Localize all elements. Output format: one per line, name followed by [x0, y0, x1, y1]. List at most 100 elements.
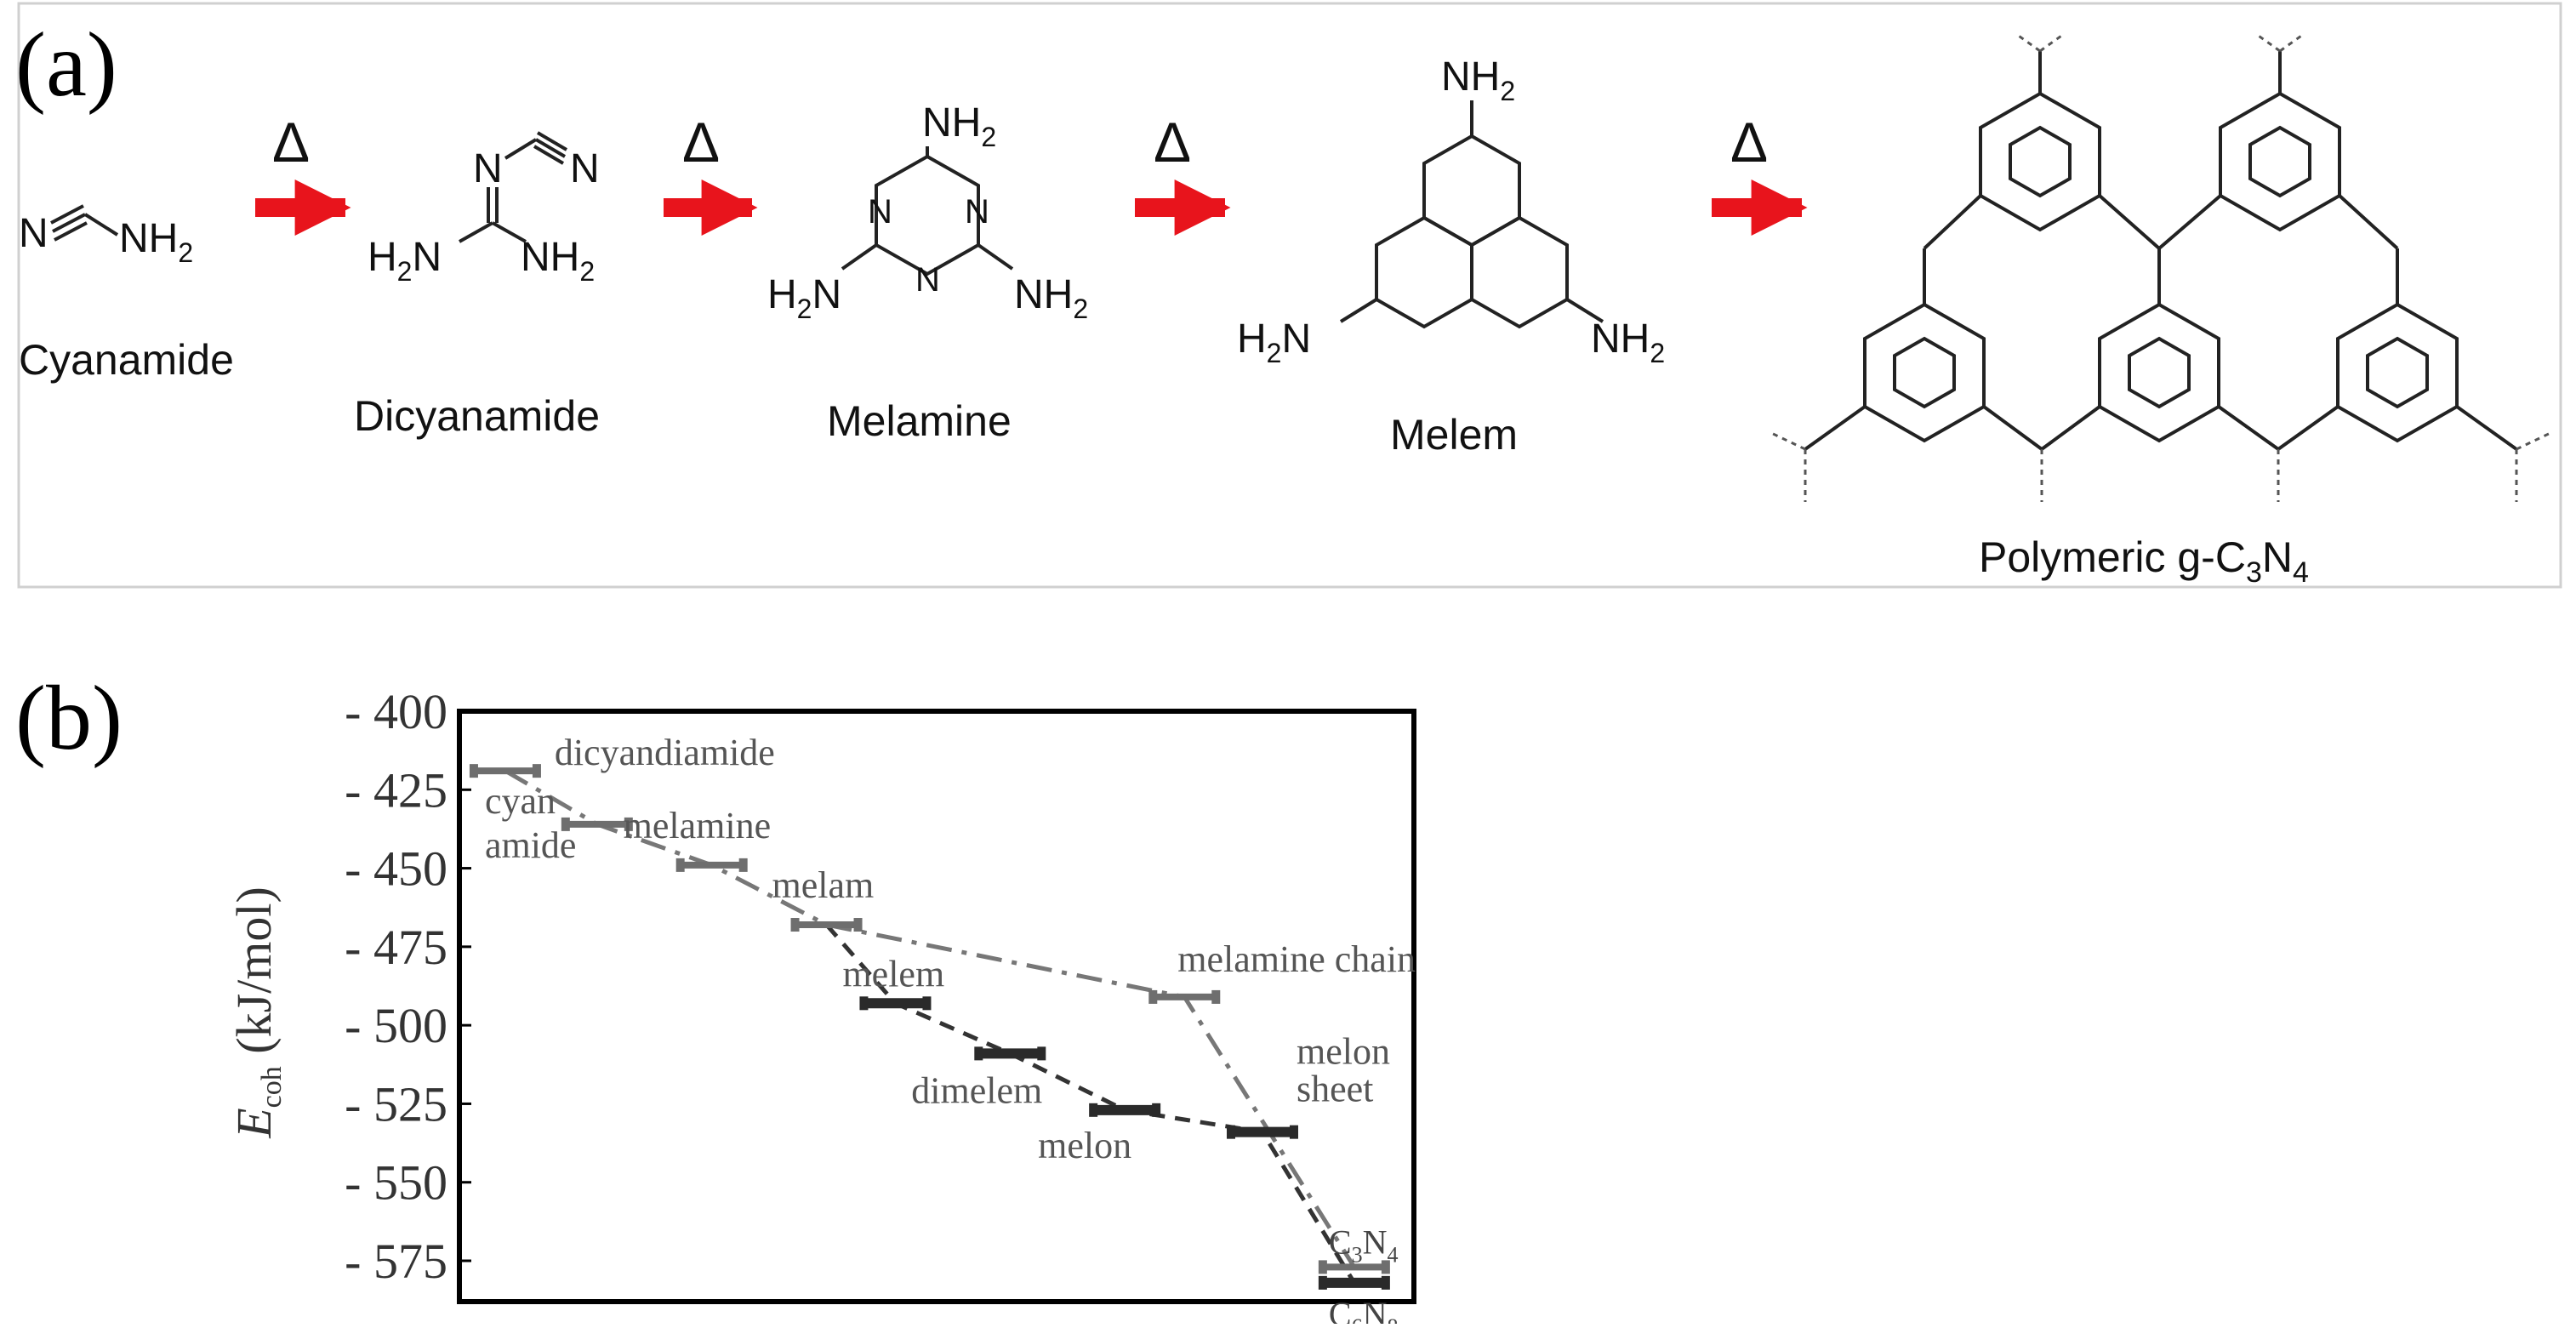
delta-symbol: Δ [1730, 111, 1768, 174]
atom-label: N [915, 261, 940, 299]
level-label-melamine: melamine [624, 805, 772, 846]
level-cap [859, 996, 869, 1011]
level-cap [1381, 1260, 1390, 1274]
svg-text:Polymeric g-C3N4: Polymeric g-C3N4 [1979, 533, 2309, 589]
level-cap [1148, 989, 1158, 1004]
panel-a: (a) N NH2 Cyanamide Δ Δ Δ Δ [15, 2, 2562, 589]
subscript: 2 [579, 256, 595, 287]
atom-label: H [767, 272, 797, 317]
svg-text:H2N: H2N [1237, 316, 1311, 368]
subscript: 2 [1267, 338, 1282, 368]
level-label-melamine-chain: melamine chain [1177, 938, 1416, 980]
atom-label: NH [521, 235, 579, 280]
connector-line [504, 768, 1356, 1268]
level-cap [974, 1046, 983, 1061]
reaction-arrow-4: Δ [1712, 111, 1808, 236]
atom-label: H [368, 235, 397, 280]
atom-label: N [19, 211, 48, 256]
level-cap [1381, 1275, 1390, 1290]
subscript: 2 [797, 294, 812, 324]
atom-label: N [473, 146, 503, 191]
level-label-melam: melam [772, 864, 875, 906]
atom-label: NH [1591, 316, 1650, 362]
subscript: 2 [178, 237, 193, 268]
level-cap [1318, 1275, 1327, 1290]
reaction-arrow-3: Δ [1135, 111, 1231, 236]
atom-label: NH [119, 216, 178, 261]
panel-a-frame [17, 2, 2562, 589]
level-cap [561, 817, 570, 831]
level-cap [853, 918, 863, 932]
atom-label: NH [922, 100, 981, 145]
level-label-melon-sheet: sheet [1297, 1069, 1373, 1110]
panel-b: (b) - 400- 425- 450- 475- 500- 525- 550-… [15, 668, 1416, 1328]
level-label-cyanamide: amide [485, 824, 577, 866]
level-cap [624, 817, 633, 831]
level-cap [1226, 1125, 1235, 1139]
reaction-arrow-2: Δ [664, 111, 758, 236]
svg-text:NH2: NH2 [1014, 272, 1088, 324]
atom-label: NH [1014, 272, 1073, 317]
svg-text:NH2: NH2 [521, 235, 595, 287]
level-label-melon-sheet: melon [1297, 1031, 1390, 1073]
atom-label: H [1237, 316, 1267, 362]
atom-label: N [570, 146, 600, 191]
subscript: 2 [1073, 294, 1088, 324]
delta-symbol: Δ [682, 111, 720, 174]
level-cap [1289, 1125, 1298, 1139]
compound-name-melem: Melem [1390, 411, 1518, 459]
panel-a-label: (a) [15, 14, 117, 116]
panel-b-label: (b) [15, 668, 123, 769]
y-tick-label: - 475 [345, 920, 447, 975]
polymeric-g-c3n4-structure: Polymeric g-C3N4 [1769, 32, 2553, 589]
cyanamide-structure: N NH2 Cyanamide [19, 204, 234, 384]
y-tick-label: - 525 [345, 1076, 447, 1131]
y-axis-label: Ecoh (kJ/mol) [226, 886, 288, 1139]
level-label-dicyandiamide: dicyandiamide [555, 732, 775, 773]
subscript: 2 [1500, 76, 1515, 106]
subscript: 4 [2293, 556, 2309, 589]
y-tick-label: - 400 [345, 684, 447, 739]
y-tick-label: - 575 [345, 1234, 447, 1289]
y-tick-label: - 500 [345, 998, 447, 1053]
polymer-name: Polymeric g-C [1979, 533, 2246, 581]
melamine-structure: NH2 N N N H2N NH2 Melamine [767, 100, 1088, 445]
level-cap [1037, 1046, 1046, 1061]
atom-label: N [965, 193, 989, 231]
melem-structure: NH2 H2N NH2 Melem [1237, 54, 1665, 459]
svg-text:NH2: NH2 [1591, 316, 1665, 368]
level-label-c6n8: C6N8 [1329, 1295, 1399, 1324]
level-cap [1089, 1103, 1098, 1117]
y-tick-label: - 550 [345, 1155, 447, 1211]
svg-text:H2N: H2N [368, 235, 442, 287]
delta-symbol: Δ [1154, 111, 1191, 174]
svg-text:NH2: NH2 [922, 100, 996, 152]
compound-name-cyanamide: Cyanamide [19, 336, 234, 384]
level-cap [738, 858, 748, 872]
svg-text:NH2: NH2 [1441, 54, 1515, 106]
connector-line [824, 923, 1357, 1285]
reaction-arrow-1: Δ [255, 111, 351, 236]
level-label-melon: melon [1038, 1125, 1131, 1166]
subscript: 2 [1650, 338, 1665, 368]
level-label-dimelem: dimelem [911, 1069, 1042, 1111]
level-cap [469, 764, 478, 778]
energy-level-chart: - 400 - 425 - 450 - 475 - 500 - 525 - 550 - 575… [226, 684, 1416, 1328]
y-tick-label: - 425 [345, 762, 447, 818]
level-cap [790, 918, 800, 932]
subscript: 2 [981, 122, 996, 152]
level-cap [1211, 989, 1221, 1004]
atom-label: NH [1441, 54, 1500, 100]
svg-text:NH2: NH2 [119, 216, 193, 268]
level-label-c3n4: C3N4 [1329, 1223, 1399, 1267]
atom-label: N [868, 193, 892, 231]
level-cap [1318, 1260, 1327, 1274]
dicyanamide-structure: N N H2N NH2 Dicyanamide [354, 131, 600, 440]
compound-name-dicyanamide: Dicyanamide [354, 392, 600, 440]
y-tick-label: - 450 [345, 841, 447, 897]
delta-symbol: Δ [272, 111, 310, 174]
svg-text:H2N: H2N [767, 272, 841, 324]
plot-frame [457, 709, 1416, 1304]
level-cap [532, 764, 541, 778]
level-cap [675, 858, 685, 872]
